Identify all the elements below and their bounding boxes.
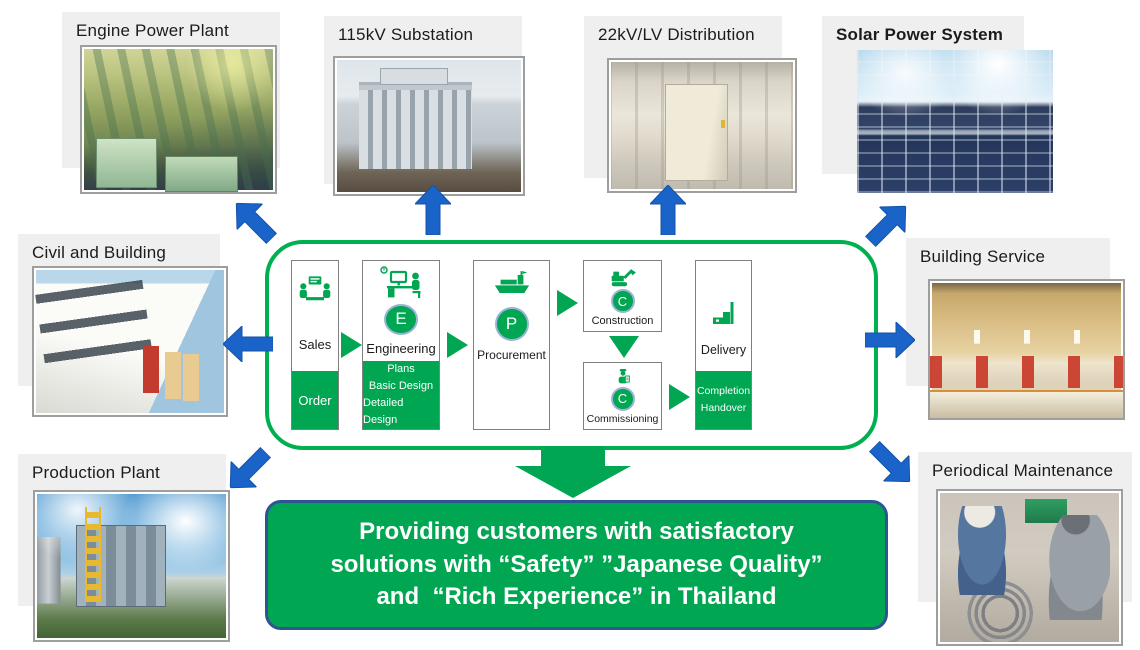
flow-step-procurement: P Procurement — [473, 260, 550, 430]
flow-step-sales: Sales Order — [291, 260, 339, 430]
flow-step-label-procurement: Procurement — [477, 348, 546, 362]
flow-arrow-construction-commissioning-icon — [609, 336, 639, 358]
flow-step-label-construction: Construction — [591, 315, 654, 327]
green-down-arrow-icon — [515, 446, 631, 503]
construction-icon — [608, 265, 638, 287]
delivery-footer-completion: Completion — [696, 385, 751, 398]
process-flow-container: Sales Order E — [265, 240, 878, 450]
service-label-engine: Engine Power Plant — [76, 21, 229, 40]
building-service-photo — [928, 279, 1125, 420]
engineering-badge: E — [384, 304, 418, 335]
engineering-footer-basic: Basic Design — [368, 379, 434, 392]
solar-power-photo — [857, 50, 1053, 193]
engineering-footer-detailed: Detailed Design — [363, 396, 404, 426]
flow-arrow-engineering-procurement-icon — [447, 332, 468, 358]
service-label-building-service: Building Service — [920, 247, 1046, 266]
distribution-photo — [607, 58, 797, 193]
flow-arrow-procurement-construction-icon — [557, 290, 578, 316]
blue-arrow-maintenance-icon — [862, 434, 923, 495]
blue-arrow-distribution-icon — [648, 184, 688, 236]
service-label-maintenance: Periodical Maintenance — [932, 461, 1114, 480]
service-label-production: Production Plant — [32, 463, 160, 482]
service-label-solar: Solar Power System — [836, 25, 1004, 44]
blue-arrow-substation-icon — [413, 184, 453, 236]
engineering-icon — [363, 261, 439, 302]
service-label-substation: 115kV Substation — [338, 25, 474, 44]
sales-icon — [292, 261, 338, 317]
blue-arrow-building-service-icon — [864, 320, 916, 360]
message-line-2: solutions with “Safety” ”Japanese Qualit… — [330, 550, 823, 578]
service-label-distribution: 22kV/LV Distribution — [598, 25, 755, 44]
blue-arrow-engine-icon — [224, 191, 285, 252]
flow-step-commissioning: C Commissioning — [583, 362, 662, 430]
flow-step-label-engineering: Engineering — [366, 340, 436, 356]
delivery-footer-handover: Handover — [700, 402, 747, 414]
flow-step-construction: C Construction — [583, 260, 662, 332]
blue-arrow-solar-icon — [858, 194, 919, 255]
flow-arrow-sales-engineering-icon — [341, 332, 362, 358]
blue-arrow-civil-icon — [222, 324, 274, 364]
flow-step-engineering: E Engineering Plans Basic Design Detaile… — [362, 260, 440, 430]
delivery-icon — [696, 261, 751, 329]
construction-badge: C — [610, 289, 635, 313]
commissioning-icon — [615, 368, 631, 385]
engine-power-plant-photo — [80, 45, 277, 194]
procurement-badge: P — [494, 307, 529, 341]
commissioning-badge: C — [610, 386, 635, 411]
message-line-3: and “Rich Experience” in Thailand — [376, 583, 777, 611]
procurement-spacer — [474, 367, 549, 429]
maintenance-photo — [936, 489, 1123, 646]
message-line-1: Providing customers with satisfactory — [359, 518, 794, 546]
substation-photo — [333, 56, 525, 196]
flow-arrow-commissioning-delivery-icon — [669, 384, 690, 410]
flow-step-delivery: Delivery Completion Handover — [695, 260, 752, 430]
procurement-icon — [474, 261, 549, 305]
value-proposition-box: Providing customers with satisfactory so… — [265, 500, 888, 630]
blue-arrow-production-icon — [218, 440, 279, 501]
flow-step-label-sales: Sales — [298, 336, 332, 352]
engineering-footer-plans: Plans — [387, 362, 415, 375]
flow-step-label-delivery: Delivery — [700, 343, 747, 357]
production-plant-photo — [33, 490, 230, 642]
civil-building-photo — [32, 266, 228, 417]
sales-footer-order: Order — [298, 392, 332, 408]
engineering-footer: Plans Basic Design Detailed Design — [363, 360, 439, 429]
flow-step-label-commissioning: Commissioning — [586, 412, 659, 425]
sales-footer: Order — [292, 371, 338, 429]
service-label-civil: Civil and Building — [32, 243, 167, 262]
delivery-footer: Completion Handover — [696, 371, 751, 429]
